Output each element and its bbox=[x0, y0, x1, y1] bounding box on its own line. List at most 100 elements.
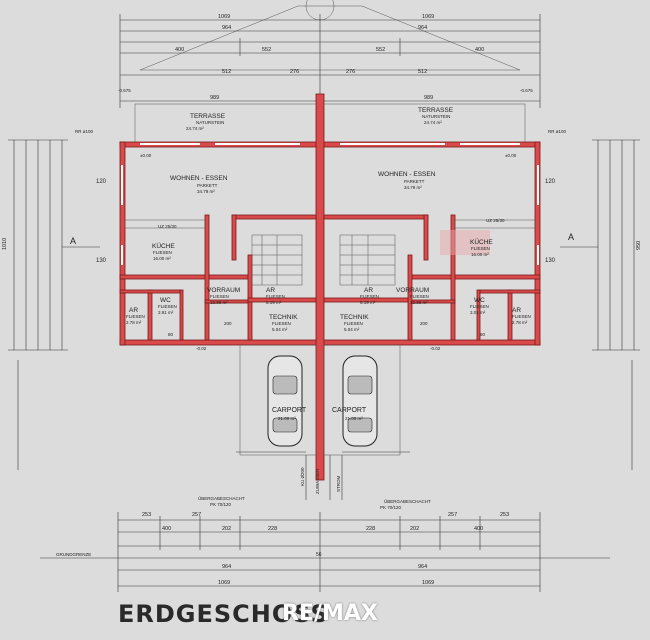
room-kueche-left-area: 16.00 m² bbox=[153, 256, 171, 261]
kanal-label: KU Ø200 bbox=[300, 467, 305, 486]
room-kueche-left-floor: FLIESEN bbox=[153, 250, 172, 255]
dim-top-512-left: 512 bbox=[222, 69, 231, 75]
room-technik-right-area: 5.04 m² bbox=[344, 327, 360, 332]
room-wohnen-left-name: WOHNEN - ESSEN bbox=[170, 175, 228, 182]
top-dimensions bbox=[119, 14, 541, 108]
room-ar-mid-right-area: 6.19 m² bbox=[360, 300, 376, 305]
level-left: ±0.00 bbox=[140, 153, 152, 158]
room-wohnen-right-area: 34.79 m² bbox=[404, 185, 422, 190]
dim-bot-202-right: 202 bbox=[410, 526, 419, 532]
level-675-right: -0.675 bbox=[520, 88, 533, 93]
room-wc-right-floor: FLIESEN bbox=[470, 304, 489, 309]
room-ar-out-left-name: AR bbox=[129, 307, 138, 314]
room-technik-left-area: 5.04 m² bbox=[272, 327, 288, 332]
room-wc-left-floor: FLIESEN bbox=[158, 304, 177, 309]
room-kueche-right-name: KÜCHE bbox=[470, 238, 493, 246]
dim-bot-400-right: 400 bbox=[474, 526, 483, 532]
dim-top-989-right: 989 bbox=[424, 95, 433, 101]
carport-right-area: 21.00 m² bbox=[345, 416, 363, 421]
room-vorraum-right-floor: FLIESEN bbox=[410, 294, 429, 299]
room-wc-right-name: WC bbox=[474, 297, 485, 304]
level-entry-left: -0.02 bbox=[196, 346, 207, 351]
dim-bot-257-right: 257 bbox=[448, 512, 457, 518]
level-right: ±0.00 bbox=[505, 153, 517, 158]
uebergabe-right-label: ÜBERGABESCHACHT bbox=[384, 498, 431, 504]
kitchen-counter-left bbox=[124, 219, 206, 229]
party-wall bbox=[315, 93, 325, 481]
uebergabe-left-size: PK 70/120 bbox=[210, 502, 232, 507]
room-vorraum-left-name: VORRAUM bbox=[207, 287, 240, 294]
dim-top-512-right: 512 bbox=[418, 69, 427, 75]
dim-top-964-right: 964 bbox=[418, 25, 427, 31]
carport-left-outline bbox=[239, 344, 317, 456]
dim-bot-228-left: 228 bbox=[268, 526, 277, 532]
terrace-right-floor: NATURSTEIN bbox=[422, 114, 450, 119]
dim-bot-56: 56 bbox=[316, 552, 322, 558]
level-675-left: -0.675 bbox=[118, 88, 131, 93]
stairs-left bbox=[251, 234, 303, 286]
room-ar-mid-right-floor: FLIESEN bbox=[360, 294, 379, 299]
dim-top-276-right: 276 bbox=[346, 69, 355, 75]
room-wohnen-left-area: 34.79 m² bbox=[197, 189, 215, 194]
terrace-right-area: 24.74 m² bbox=[424, 120, 442, 125]
zuwasser-left-label: ZUWASSER bbox=[315, 468, 320, 494]
carport-left-area: 21.00 m² bbox=[278, 416, 296, 421]
section-a-right: A bbox=[568, 232, 574, 242]
kitchen-counter-right bbox=[454, 219, 536, 229]
room-wc-left-name: WC bbox=[160, 297, 171, 304]
dim-top-552-left: 552 bbox=[262, 47, 271, 53]
dim-top-276-left: 276 bbox=[290, 69, 299, 75]
dim-bot-257-left: 257 bbox=[192, 512, 201, 518]
room-technik-right-floor: FLIESEN bbox=[344, 321, 363, 326]
car-right bbox=[342, 355, 378, 447]
rr-left-label: RR ø100 bbox=[75, 129, 94, 134]
dim-side-130-right: 130 bbox=[545, 258, 556, 264]
room-ar-mid-left-name: AR bbox=[266, 287, 275, 294]
door-80-right: 80 bbox=[480, 332, 486, 337]
room-wohnen-right-floor: PARKETT bbox=[404, 179, 425, 184]
room-kueche-right-floor: FLIESEN bbox=[471, 246, 490, 251]
door-200-left: 200 bbox=[224, 321, 232, 326]
dim-side-130-left: 130 bbox=[96, 258, 107, 264]
carport-right-outline bbox=[323, 344, 401, 456]
room-ar-mid-left-floor: FLIESEN bbox=[266, 294, 285, 299]
dim-bot-253-right: 253 bbox=[500, 512, 509, 518]
room-wohnen-left-floor: PARKETT bbox=[197, 183, 218, 188]
door-80-left: 80 bbox=[168, 332, 174, 337]
brand-logo: RE/MAX bbox=[282, 601, 378, 626]
dim-bot-228-right: 228 bbox=[366, 526, 375, 532]
uz-right-label: UZ 25/30 bbox=[486, 218, 505, 223]
window-marks bbox=[121, 143, 539, 265]
uebergabe-right-size: PK 70/120 bbox=[380, 505, 402, 510]
terrace-right-name: TERRASSE bbox=[418, 107, 454, 114]
dim-bot-total-left: 1069 bbox=[218, 580, 230, 586]
grundgrenze-label: GRUNDGRENZE bbox=[56, 552, 91, 557]
carport-right-name: CARPORT bbox=[332, 407, 367, 414]
uz-left-label: UZ 25/30 bbox=[158, 224, 177, 229]
utility-lines bbox=[236, 451, 410, 500]
dim-bot-total-right: 1069 bbox=[422, 580, 434, 586]
room-ar-out-right-area: 2.78 m² bbox=[512, 320, 528, 325]
room-vorraum-left-area: 12.88 m² bbox=[210, 300, 228, 305]
dim-top-400-right: 400 bbox=[475, 47, 484, 53]
side-dimensions bbox=[8, 139, 640, 470]
room-ar-mid-left-area: 6.19 m² bbox=[266, 300, 282, 305]
stairs-right bbox=[339, 234, 396, 286]
room-technik-left-name: TECHNIK bbox=[269, 314, 298, 321]
room-vorraum-right-name: VORRAUM bbox=[396, 287, 429, 294]
dim-side-950: 950 bbox=[636, 241, 642, 250]
kitchen-stain-right bbox=[440, 230, 490, 255]
drawing-title: ERDGESCHOSS bbox=[118, 600, 329, 628]
room-ar-mid-right-name: AR bbox=[364, 287, 373, 294]
room-ar-out-left-floor: FLIESEN bbox=[126, 314, 145, 319]
room-kueche-left-name: KÜCHE bbox=[152, 242, 175, 250]
dim-top-total-left: 1069 bbox=[218, 14, 230, 20]
dim-bot-964-right: 964 bbox=[418, 564, 427, 570]
dim-bot-202-left: 202 bbox=[222, 526, 231, 532]
interior-walls-left bbox=[119, 214, 317, 341]
rr-right-label: RR ø100 bbox=[548, 129, 567, 134]
car-left bbox=[267, 355, 303, 447]
dim-side-1010: 1010 bbox=[2, 238, 8, 250]
